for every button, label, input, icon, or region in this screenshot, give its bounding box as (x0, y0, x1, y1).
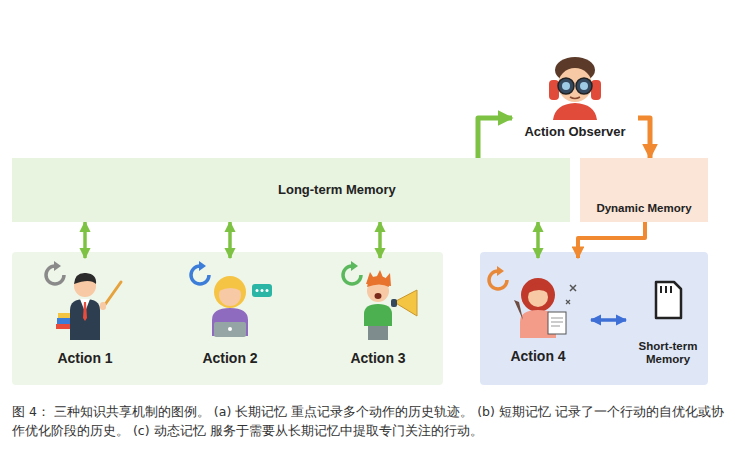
teacher-figure (104, 282, 121, 306)
worker-figure (219, 281, 241, 291)
speaker-figure (394, 290, 417, 316)
memory-card-icon (660, 286, 662, 293)
worker-figure (261, 289, 264, 292)
observer-figure (549, 57, 601, 120)
observer-figure (558, 78, 574, 94)
rotate-icon (199, 261, 206, 271)
worker-figure (212, 308, 248, 336)
observer-figure (558, 68, 592, 102)
writer-figure (521, 278, 555, 312)
teacher-figure (56, 273, 121, 340)
connector-arrow (378, 222, 382, 258)
group-panel (12, 252, 443, 385)
connector-arrow (638, 118, 650, 158)
memory-card-icon (670, 286, 672, 293)
worker-figure (228, 327, 232, 331)
node-label: Action 2 (202, 350, 257, 366)
figure-caption: 图 4： 三种知识共享机制的图例。 (a) 长期记忆 重点记录多个动作的历史轨迹… (12, 402, 724, 440)
rotate-icon (343, 261, 361, 284)
node-label: Action 1 (57, 350, 112, 366)
worker-figure (256, 289, 259, 292)
rotate-icon (191, 261, 209, 284)
connector-arrow (228, 222, 232, 258)
writer-figure (514, 278, 576, 338)
observer-figure (549, 80, 559, 100)
writer-figure (548, 312, 566, 334)
action-node: Action 4 (485, 258, 591, 380)
memory-card-icon (656, 282, 681, 318)
memory-band: Long-term Memory (12, 158, 570, 222)
observer-figure (580, 82, 588, 90)
writer-figure (551, 322, 563, 323)
node-label: Short-term Memory (629, 340, 707, 366)
node-label: Action 3 (350, 350, 405, 366)
worker-figure (214, 276, 246, 308)
connector-arrow (83, 222, 87, 258)
speaker-figure (375, 293, 382, 299)
teacher-figure (58, 313, 70, 318)
memory-node: Short-term Memory (626, 268, 710, 378)
observer-figure (570, 97, 580, 99)
teacher-figure (74, 273, 96, 284)
writer-figure (514, 300, 523, 320)
worker-figure (214, 322, 246, 337)
writer-figure (551, 326, 560, 327)
observer-figure (553, 103, 597, 120)
teacher-figure (83, 302, 87, 321)
observer-figure (591, 80, 601, 100)
action-node: Action 3 (318, 258, 438, 380)
writer-figure (528, 283, 548, 293)
teacher-figure (56, 324, 72, 329)
rotate-icon (497, 266, 504, 276)
observer-node: Action Observer (512, 46, 638, 142)
group-panel (480, 252, 708, 385)
worker-figure (266, 289, 269, 292)
memory-card-icon (656, 282, 681, 318)
teacher-figure (57, 318, 71, 324)
teacher-figure (70, 299, 100, 340)
rotate-icon (351, 261, 358, 271)
rotate-icon (489, 266, 507, 289)
worker-figure (212, 276, 272, 337)
writer-figure (570, 285, 576, 291)
speaker-figure (366, 270, 391, 286)
connector-arrow (591, 318, 626, 322)
connector-arrow (478, 118, 512, 158)
speaker-figure (368, 324, 388, 340)
memory-box: Dynamic Memory (580, 158, 708, 222)
connector-arrow (536, 222, 540, 258)
observer-figure (562, 82, 570, 90)
node-label: Action 4 (510, 348, 565, 364)
rotate-icon (54, 261, 61, 271)
worker-figure (252, 284, 272, 297)
speaker-figure (364, 304, 392, 326)
speaker-figure (367, 276, 389, 287)
teacher-figure (100, 302, 106, 310)
writer-figure (566, 300, 570, 304)
action-node: Action 1 (25, 258, 145, 380)
node-label: Dynamic Memory (596, 202, 691, 215)
observer-figure (576, 78, 592, 94)
speaker-figure (364, 270, 417, 340)
node-label: Long-term Memory (278, 183, 396, 198)
speaker-figure (391, 299, 397, 307)
rotate-icon (46, 261, 64, 284)
node-label: Action Observer (524, 125, 625, 140)
action-node: Action 2 (170, 258, 290, 380)
connector-arrow (578, 222, 645, 258)
memory-card-icon (665, 286, 667, 293)
writer-figure (551, 318, 563, 319)
